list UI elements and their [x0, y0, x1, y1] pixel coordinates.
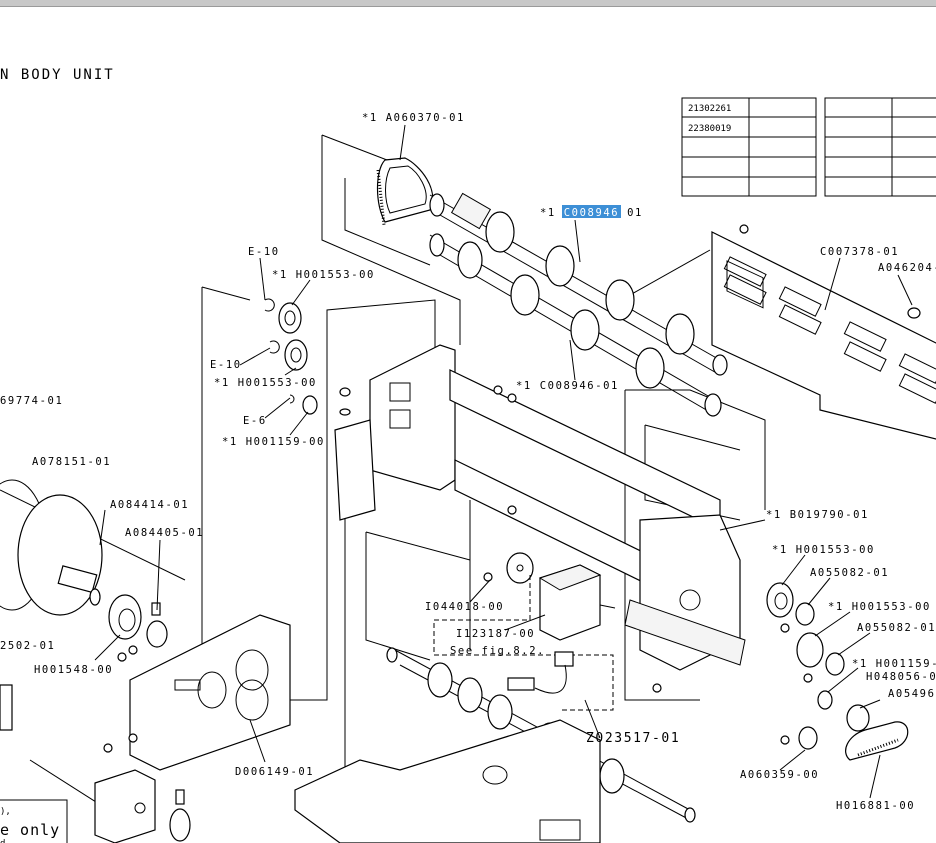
label-h001553-b: *1 H001553-00: [214, 377, 317, 389]
label-h001553-a: *1 H001553-00: [272, 269, 375, 281]
roller-middle: [429, 233, 722, 417]
label-a0549: A05496: [888, 688, 936, 700]
label-e6: E-6: [243, 415, 267, 427]
diagram-title: N BODY UNIT: [0, 67, 115, 83]
label-a060370: *1 A060370-01: [362, 112, 465, 124]
parts-table-right: [824, 97, 936, 197]
stepper-motor-middle: [433, 505, 616, 711]
timing-belt-top: [376, 157, 434, 226]
label-h001159-a: *1 H001159-00: [222, 436, 325, 448]
parts-table-left: 21302261 22380019: [681, 97, 817, 197]
note-line-1: ),: [0, 807, 11, 817]
label-i123187: I123187-00: [456, 628, 535, 640]
base-plate-bottom: [294, 719, 601, 843]
window-top-bar: [0, 0, 936, 7]
label-b019790: *1 B019790-01: [766, 509, 869, 521]
label-e10-b: E-10: [210, 359, 242, 371]
bearings-left: [264, 298, 318, 415]
table-cell: 21302261: [688, 104, 731, 114]
label-a046204: A046204-: [878, 262, 936, 274]
label-h001553-d: *1 H001553-00: [828, 601, 931, 613]
label-z023517: Z023517-01: [586, 731, 680, 746]
pulley-left: [0, 479, 168, 662]
label-h048056: H048056-0: [866, 671, 936, 683]
exploded-parts-diagram: N BODY UNIT 21302261 22380019: [0, 67, 936, 843]
label-h001548: H001548-00: [34, 664, 113, 676]
text-selection-highlight: [562, 205, 621, 218]
stepper-motor-lower: [94, 769, 191, 843]
label-c007378: C007378-01: [820, 246, 899, 258]
label-leaders: [94, 124, 913, 799]
label-a084405: A084405-01: [125, 527, 204, 539]
label-a060359: A060359-00: [740, 769, 819, 781]
label-69774: 69774-01: [0, 395, 63, 407]
label-c008946-top: *1 C008946-01: [540, 207, 643, 219]
label-h016881: H016881-00: [836, 800, 915, 812]
label-see-fig: See fig.8.2.: [450, 645, 545, 657]
label-d006149: D006149-01: [235, 766, 314, 778]
main-frame: [334, 344, 746, 671]
bearings-right: [652, 582, 870, 750]
label-a055082-b: A055082-01: [857, 622, 936, 634]
label-h001159-b: *1 H001159-: [852, 658, 936, 670]
label-a055082-a: A055082-01: [810, 567, 889, 579]
label-h001553-c: *1 H001553-00: [772, 544, 875, 556]
table-cell: 22380019: [688, 124, 731, 134]
label-2502: 2502-01: [0, 640, 55, 652]
label-a078151: A078151-01: [32, 456, 111, 468]
note-box: ), e only d: [0, 799, 68, 843]
note-line-3: d: [0, 839, 5, 843]
part-labels: *1 A060370-01 *1 C008946-01 *1 C008946-0…: [0, 112, 936, 812]
label-c008946-mid: *1 C008946-01: [516, 380, 619, 392]
timing-belt-bottom: [845, 721, 909, 761]
note-line-2: e only: [0, 821, 60, 839]
label-i044018: I044018-00: [425, 601, 504, 613]
label-a084414: A084414-01: [110, 499, 189, 511]
label-e10-a: E-10: [248, 246, 280, 258]
bracket-lower-left: [0, 614, 291, 771]
roller-top: [429, 192, 728, 376]
side-plate-right: [711, 224, 936, 440]
